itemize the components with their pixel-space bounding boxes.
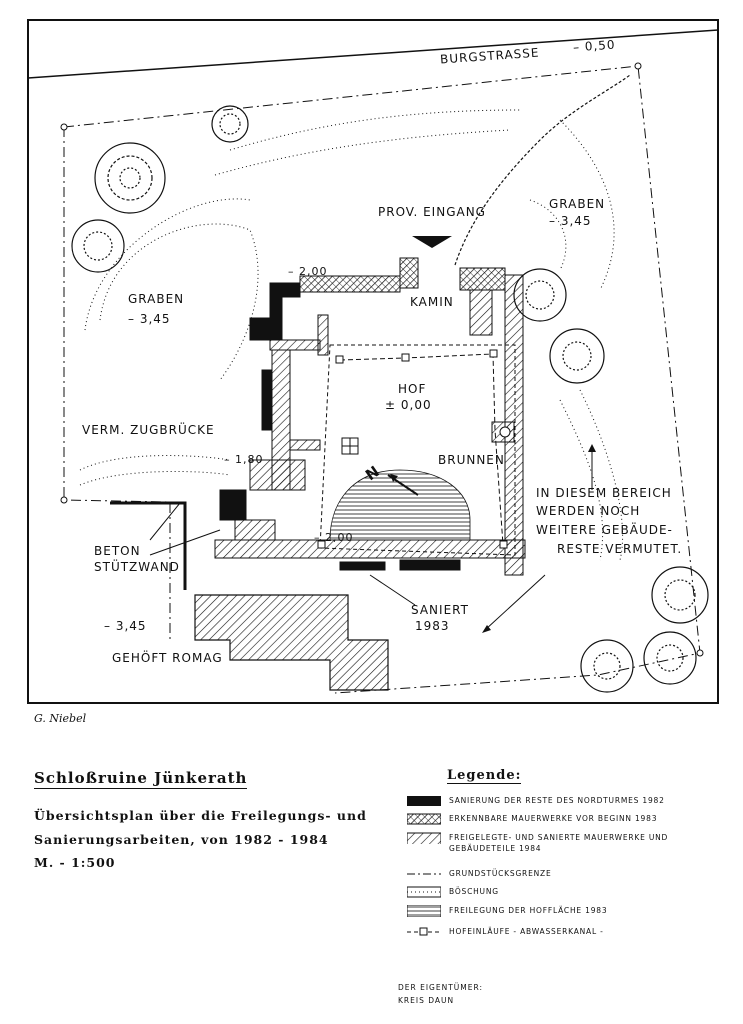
label-graben-left-level: – 3,45 — [128, 312, 171, 326]
courtyard-marker-icon — [341, 437, 359, 455]
legend-item: FREILEGUNG DER HOFFLÄCHE 1983 — [407, 905, 707, 927]
wall-crosshatch-east — [459, 267, 506, 291]
label-hof-level: ± 0,00 — [385, 398, 432, 412]
legend-excavation-icon — [407, 905, 441, 917]
slope-right — [529, 119, 624, 561]
legend-text: GRUNDSTÜCKSGRENZE — [449, 869, 552, 878]
label-graben-left: GRABEN — [128, 292, 185, 306]
note-line-1: IN DIESEM BEREICH — [536, 486, 672, 500]
courtyard — [319, 344, 516, 556]
legend-slope-icon — [407, 886, 441, 898]
plan-title: Schloßruine Jünkerath — [34, 769, 248, 789]
saniert-leader — [369, 574, 416, 606]
tree — [549, 328, 605, 384]
note-line-3: WEITERE GEBÄUDE- — [536, 523, 673, 537]
tree — [643, 631, 697, 685]
north-tower-black — [249, 282, 301, 341]
legend-item: GRUNDSTÜCKSGRENZE — [407, 868, 707, 890]
wall-hatch-south — [214, 539, 526, 559]
label-level-200-bottom: – 2,00 — [314, 531, 354, 544]
label-graben-right-level: – 3,45 — [549, 214, 592, 228]
label-level-180: – 1,80 — [224, 453, 264, 466]
wall-black-a — [261, 369, 273, 431]
site-plan — [27, 19, 719, 704]
legend-text: BÖSCHUNG — [449, 887, 499, 896]
tree — [94, 142, 166, 214]
legend-text: ERKENNBARE MAUERWERKE VOR BEGINN 1983 — [449, 814, 658, 823]
label-level-200-top: – 2,00 — [288, 265, 328, 278]
label-beton: BETON — [94, 544, 141, 558]
boundary-markers — [60, 62, 704, 657]
tree — [71, 219, 125, 273]
label-graben-right: GRABEN — [549, 197, 606, 211]
legend-text: HOFEINLÄUFE - ABWASSERKANAL - — [449, 927, 604, 936]
legend-item: HOFEINLÄUFE - ABWASSERKANAL - — [407, 926, 707, 948]
wall-black-c — [399, 559, 461, 571]
slope-left — [79, 109, 521, 486]
label-saniert-year: 1983 — [415, 619, 450, 633]
wall-crosshatch-ne — [399, 257, 419, 289]
wall-black-b — [219, 489, 247, 521]
concrete-wall — [110, 501, 187, 590]
legend-item: FREIGELEGTE- UND SANIERTE MAUERWERKE UND… — [407, 832, 707, 854]
label-prov-eingang: PROV. EINGANG — [378, 205, 486, 219]
scale-label: M. - 1:500 — [34, 855, 116, 870]
wall-hatch-inner-col — [317, 314, 329, 356]
street-edge — [27, 29, 719, 79]
wall-hatch-inner-n — [269, 339, 321, 351]
tree — [580, 639, 634, 693]
wall-hatch-corner — [234, 519, 276, 541]
hedge-line — [454, 74, 631, 266]
label-level-345-bottom: – 3,45 — [104, 619, 147, 633]
owner-name: KREIS DAUN — [398, 996, 455, 1005]
legend-text: FREIGELEGTE- UND SANIERTE MAUERWERKE UND… — [449, 833, 669, 853]
wall-black-d — [339, 561, 386, 571]
wall-hatch-sw — [249, 459, 306, 491]
tree — [651, 566, 709, 624]
legend-cross-hatch-icon — [407, 813, 441, 825]
note-line-2: WERDEN NOCH — [536, 504, 641, 518]
label-saniert: SANIERT — [411, 603, 469, 617]
drain-inlets — [317, 349, 508, 549]
legend-item: ERKENNBARE MAUERWERKE VOR BEGINN 1983 — [407, 813, 707, 835]
courtyard-excavation — [329, 469, 471, 541]
wall-crosshatch-north — [299, 275, 401, 293]
legend-title: Legende: — [447, 768, 522, 784]
subtitle-line-2: Sanierungsarbeiten, von 1982 - 1984 — [34, 832, 329, 847]
entrance-arrow-icon — [412, 236, 452, 248]
legend-drain-icon — [407, 927, 441, 936]
author-signature: G. Niebel — [34, 712, 87, 725]
legend-boundary-line-icon — [407, 873, 441, 875]
street-level: – 0,50 — [572, 37, 616, 55]
map-frame — [27, 19, 719, 704]
legend-text: FREILEGUNG DER HOFFLÄCHE 1983 — [449, 906, 608, 915]
label-kamin: KAMIN — [410, 295, 454, 309]
subtitle-line-1: Übersichtsplan über die Freilegungs- und — [34, 808, 367, 823]
note-line-4: RESTE VERMUTET. — [557, 542, 683, 556]
wall-hatch-kamin — [469, 289, 493, 336]
legend-text: SANIERUNG DER RESTE DES NORDTURMES 1982 — [449, 796, 665, 805]
label-gehoeft: GEHÖFT ROMAG — [112, 651, 223, 665]
legend-solid-black-icon — [407, 796, 441, 806]
tree — [211, 105, 249, 143]
farm-building — [194, 594, 389, 691]
legend-item: SANIERUNG DER RESTE DES NORDTURMES 1982 — [407, 795, 707, 817]
legend-diagonal-hatch-icon — [407, 832, 441, 844]
owner-label: DER EIGENTÜMER: — [398, 983, 484, 992]
label-brunnen: BRUNNEN — [438, 453, 505, 467]
legend-item: BÖSCHUNG — [407, 886, 707, 908]
label-hof: HOF — [398, 382, 427, 396]
well-icon — [491, 421, 515, 443]
note-arrow-down — [484, 574, 546, 631]
label-stuetzwand: STÜTZWAND — [94, 560, 180, 574]
label-zugbruecke: VERM. ZUGBRÜCKE — [82, 423, 215, 437]
wall-hatch-inner-s — [289, 439, 321, 451]
